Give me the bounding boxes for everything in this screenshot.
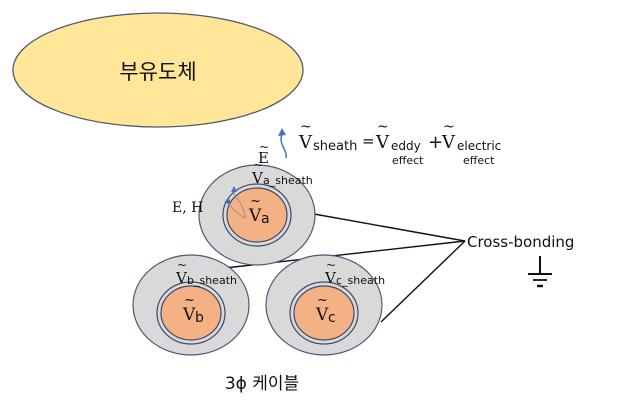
cable-c-core-tilde: ~ — [317, 293, 328, 308]
cable-b: V ~ b V ~ b_sheath — [132, 254, 250, 356]
cable-c-sheath-tilde: ~ — [326, 258, 336, 272]
e-field-arrow — [280, 133, 287, 159]
e-field-label: E — [258, 149, 269, 167]
cable-c-sheath-sub: c_sheath — [336, 274, 385, 287]
cable-c-core-sub: c — [328, 310, 336, 326]
wire-c — [380, 240, 466, 323]
cable-a-sheath-base: V — [251, 169, 264, 187]
eh-field-loop — [228, 193, 246, 219]
cable-c: V ~ c V ~ c_sheath — [265, 254, 385, 356]
cable-c-core — [293, 285, 355, 341]
eq-lhs-base: V — [298, 132, 313, 153]
cable-b-sheath-base: V — [175, 269, 188, 287]
cable-a-sheath-sub: a_sheath — [263, 174, 313, 187]
cable-b-sheath-sub: b_sheath — [187, 274, 237, 287]
cable-a-core-tilde: ~ — [250, 194, 261, 209]
eq-term1-base: V — [375, 132, 390, 153]
cable-b-sheath-tilde: ~ — [177, 258, 187, 272]
cable-a: V ~ a V ~ a_sheath — [198, 158, 316, 266]
eq-term1-sub2: effect — [392, 154, 424, 167]
eq-plus: + — [428, 132, 443, 153]
cable-a-core-sub: a — [261, 211, 270, 227]
eh-label: E, H — [172, 200, 203, 216]
eq-term2-tilde: ~ — [443, 119, 455, 135]
floating-conductor: 부유도체 — [12, 12, 304, 128]
e-field-tilde: ~ — [259, 140, 269, 154]
cable-b-core — [160, 285, 222, 341]
cable-c-core-base: V — [315, 305, 329, 325]
floating-conductor-ellipse — [12, 12, 304, 128]
eq-term2-sub1: electric — [457, 139, 501, 153]
cable-b-core-sub: b — [195, 310, 204, 326]
cable-a-core-base: V — [248, 206, 262, 226]
cable-a-core — [226, 187, 288, 243]
eq-term1-sub1: eddy — [391, 139, 421, 153]
wire-a — [313, 213, 466, 242]
eq-lhs-tilde: ~ — [300, 119, 312, 135]
eq-equals: = — [362, 132, 375, 150]
e-field-indicator: E ~ — [258, 128, 287, 167]
e-field-arrowhead-icon — [278, 128, 286, 136]
eh-arrow-left-icon — [224, 199, 230, 205]
three-phase-cable-caption: 3ϕ 케이블 — [225, 374, 299, 394]
cable-b-core-base: V — [182, 305, 196, 325]
floating-conductor-label: 부유도체 — [119, 60, 196, 84]
cross-bonding-label: Cross-bonding — [467, 233, 574, 251]
eq-term1-tilde: ~ — [377, 119, 389, 135]
eq-lhs-sub: sheath — [313, 139, 357, 154]
eq-term2-base: V — [441, 132, 456, 153]
cable-a-sheath-tilde: ~ — [253, 158, 263, 172]
ground-icon — [528, 256, 552, 288]
sheath-voltage-equation: V ~ sheath = V ~ eddy effect + V ~ elect… — [298, 119, 501, 167]
cable-b-core-tilde: ~ — [184, 293, 195, 308]
cable-c-sheath-base: V — [324, 269, 337, 287]
eq-term2-sub2: effect — [463, 154, 495, 167]
eh-arrow-up-icon — [231, 186, 237, 192]
